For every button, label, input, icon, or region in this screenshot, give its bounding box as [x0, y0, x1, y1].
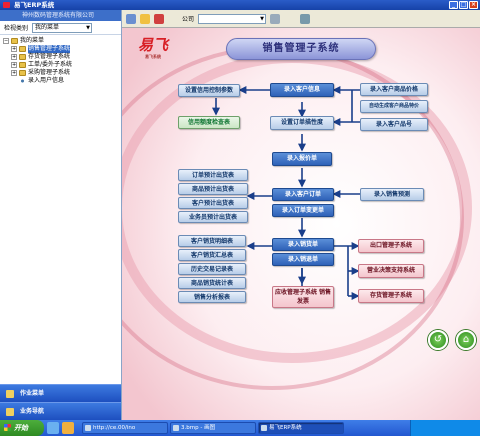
menu-icon — [6, 390, 14, 398]
menu-tree: −我的菜单+销售管理子系统+存货管理子系统+工单/委外子系统+采购管理子系统录入… — [0, 35, 121, 85]
flow-box[interactable]: 商品预计出货表 — [178, 183, 248, 195]
left-pane: 神州数码管理系统有限公司 检视类别 我的菜单 −我的菜单+销售管理子系统+存货管… — [0, 10, 122, 420]
start-button[interactable]: 开始 — [0, 420, 44, 436]
expand-toggle-icon[interactable]: + — [11, 46, 17, 52]
brand-logo: 易飞易飞系统 — [137, 36, 168, 59]
system-tray — [410, 420, 480, 436]
tree-item-label: 销售管理子系统 — [28, 45, 71, 53]
flow-box[interactable]: 存货管理子系统 — [358, 289, 424, 303]
guide-icon — [6, 408, 14, 416]
flow-box[interactable]: 客户销货明细表 — [178, 235, 246, 247]
folder-icon[interactable] — [62, 422, 74, 434]
node-icon — [19, 78, 26, 84]
tree-item[interactable]: + 采购管理子系统 — [3, 69, 121, 77]
folder-icon — [19, 54, 26, 60]
tree-item[interactable]: − 我的菜单 — [3, 37, 121, 45]
flow-box[interactable]: 设置信用控制参数 — [178, 84, 240, 97]
tree-item-label: 录入用户信息 — [28, 77, 65, 84]
flow-box[interactable]: 录入销售预测 — [360, 188, 424, 201]
folder-icon — [11, 38, 18, 44]
nav-button-job-menu[interactable]: 作业菜单 — [0, 384, 121, 402]
flow-box[interactable]: 设置订单描性度 — [270, 116, 334, 130]
flow-box[interactable]: 商品销货统计表 — [178, 277, 246, 289]
settings-icon[interactable] — [270, 13, 281, 24]
folder-icon — [19, 46, 26, 52]
close-button[interactable]: × — [469, 1, 478, 9]
folder-icon — [19, 62, 26, 68]
flow-box[interactable]: 销售分析报表 — [178, 291, 246, 303]
flow-box[interactable]: 历史交易记录表 — [178, 263, 246, 275]
tree-item[interactable]: + 销售管理子系统 — [3, 45, 121, 53]
tree-item[interactable]: 录入用户信息 — [3, 77, 121, 85]
flowchart-panel: 易飞易飞系统 销售管理子系统 设置信用控制参数 信用额度检查表 录入客户信息 设… — [122, 28, 480, 420]
document-icon[interactable] — [154, 13, 164, 24]
company-select[interactable] — [198, 13, 267, 24]
tree-item-label: 存货管理子系统 — [28, 53, 71, 60]
view-label: 检视类别 — [4, 25, 29, 32]
tree-item-label: 工单/委外子系统 — [28, 61, 73, 68]
expand-toggle-icon[interactable]: + — [11, 54, 17, 60]
flow-box[interactable]: 录入报价单 — [272, 152, 332, 166]
dropdown-icon[interactable] — [300, 13, 311, 24]
flow-box[interactable]: 录入客户品号 — [360, 118, 428, 131]
flow-box[interactable]: 信用额度检查表 — [178, 116, 240, 129]
flow-box[interactable]: 业务员预计出货表 — [178, 211, 248, 223]
window-title: 易飞ERP系统 — [14, 1, 55, 9]
home-button[interactable]: ⌂ — [456, 330, 476, 350]
flow-box[interactable]: 自动生成客户商品特价 — [360, 100, 428, 113]
expand-toggle-icon[interactable]: + — [11, 70, 17, 76]
flow-box[interactable]: 订单预计出货表 — [178, 169, 248, 181]
flow-box[interactable]: 营业决策支持系统 — [358, 264, 424, 278]
flow-box[interactable]: 录入客户订单 — [272, 188, 334, 201]
flow-box[interactable]: 录入客户信息 — [270, 83, 334, 97]
flow-box[interactable]: 录入订单变更单 — [272, 204, 334, 217]
tree-item[interactable]: + 工单/委外子系统 — [3, 61, 121, 69]
nav-buttons: 作业菜单 业务导航 — [0, 384, 121, 420]
flow-box[interactable]: 出口管理子系统 — [358, 239, 424, 253]
company-label: 公司 — [182, 16, 195, 23]
folder-icon[interactable] — [140, 13, 150, 24]
folder-icon — [19, 70, 26, 76]
taskbar: 开始 http://ce.00/ino 3.bmp - 画图 易飞ERP系统 — [0, 420, 480, 436]
window-titlebar: 易飞ERP系统 _ □ × — [0, 0, 480, 10]
company-banner: 神州数码管理系统有限公司 — [0, 10, 121, 21]
flow-box[interactable]: 录入销货单 — [272, 238, 334, 251]
task-browser[interactable]: http://ce.00/ino — [82, 422, 168, 434]
system-title: 销售管理子系统 — [226, 38, 376, 60]
flow-box[interactable]: 录入销退单 — [272, 253, 334, 266]
maximize-button[interactable]: □ — [459, 1, 468, 9]
task-list: http://ce.00/ino 3.bmp - 画图 易飞ERP系统 — [82, 422, 344, 434]
app-icon — [3, 2, 10, 8]
expand-toggle-icon[interactable]: + — [11, 62, 17, 68]
back-button[interactable]: ↺ — [428, 330, 448, 350]
task-paint[interactable]: 3.bmp - 画图 — [170, 422, 256, 434]
flow-box[interactable]: 客户预计出货表 — [178, 197, 248, 209]
window-controls: _ □ × — [449, 1, 478, 9]
view-row: 检视类别 我的菜单 — [0, 21, 121, 35]
toolbar: 公司 — [122, 10, 480, 28]
ie-icon[interactable] — [47, 422, 59, 434]
flow-box[interactable]: 客户销货汇总表 — [178, 249, 246, 261]
view-select[interactable]: 我的菜单 — [32, 22, 93, 33]
flow-box[interactable]: 应收管理子系统 销售发票 — [272, 286, 334, 308]
expand-toggle-icon[interactable]: − — [3, 38, 9, 44]
tree-item[interactable]: + 存货管理子系统 — [3, 53, 121, 61]
tree-item-label: 我的菜单 — [20, 37, 45, 44]
task-erp[interactable]: 易飞ERP系统 — [258, 422, 344, 434]
nav-button-business-guide[interactable]: 业务导航 — [0, 402, 121, 420]
pencil-icon[interactable] — [126, 13, 136, 24]
tree-item-label: 采购管理子系统 — [28, 69, 71, 76]
flow-box[interactable]: 录入客户商品价格 — [360, 83, 428, 96]
minimize-button[interactable]: _ — [449, 1, 458, 9]
